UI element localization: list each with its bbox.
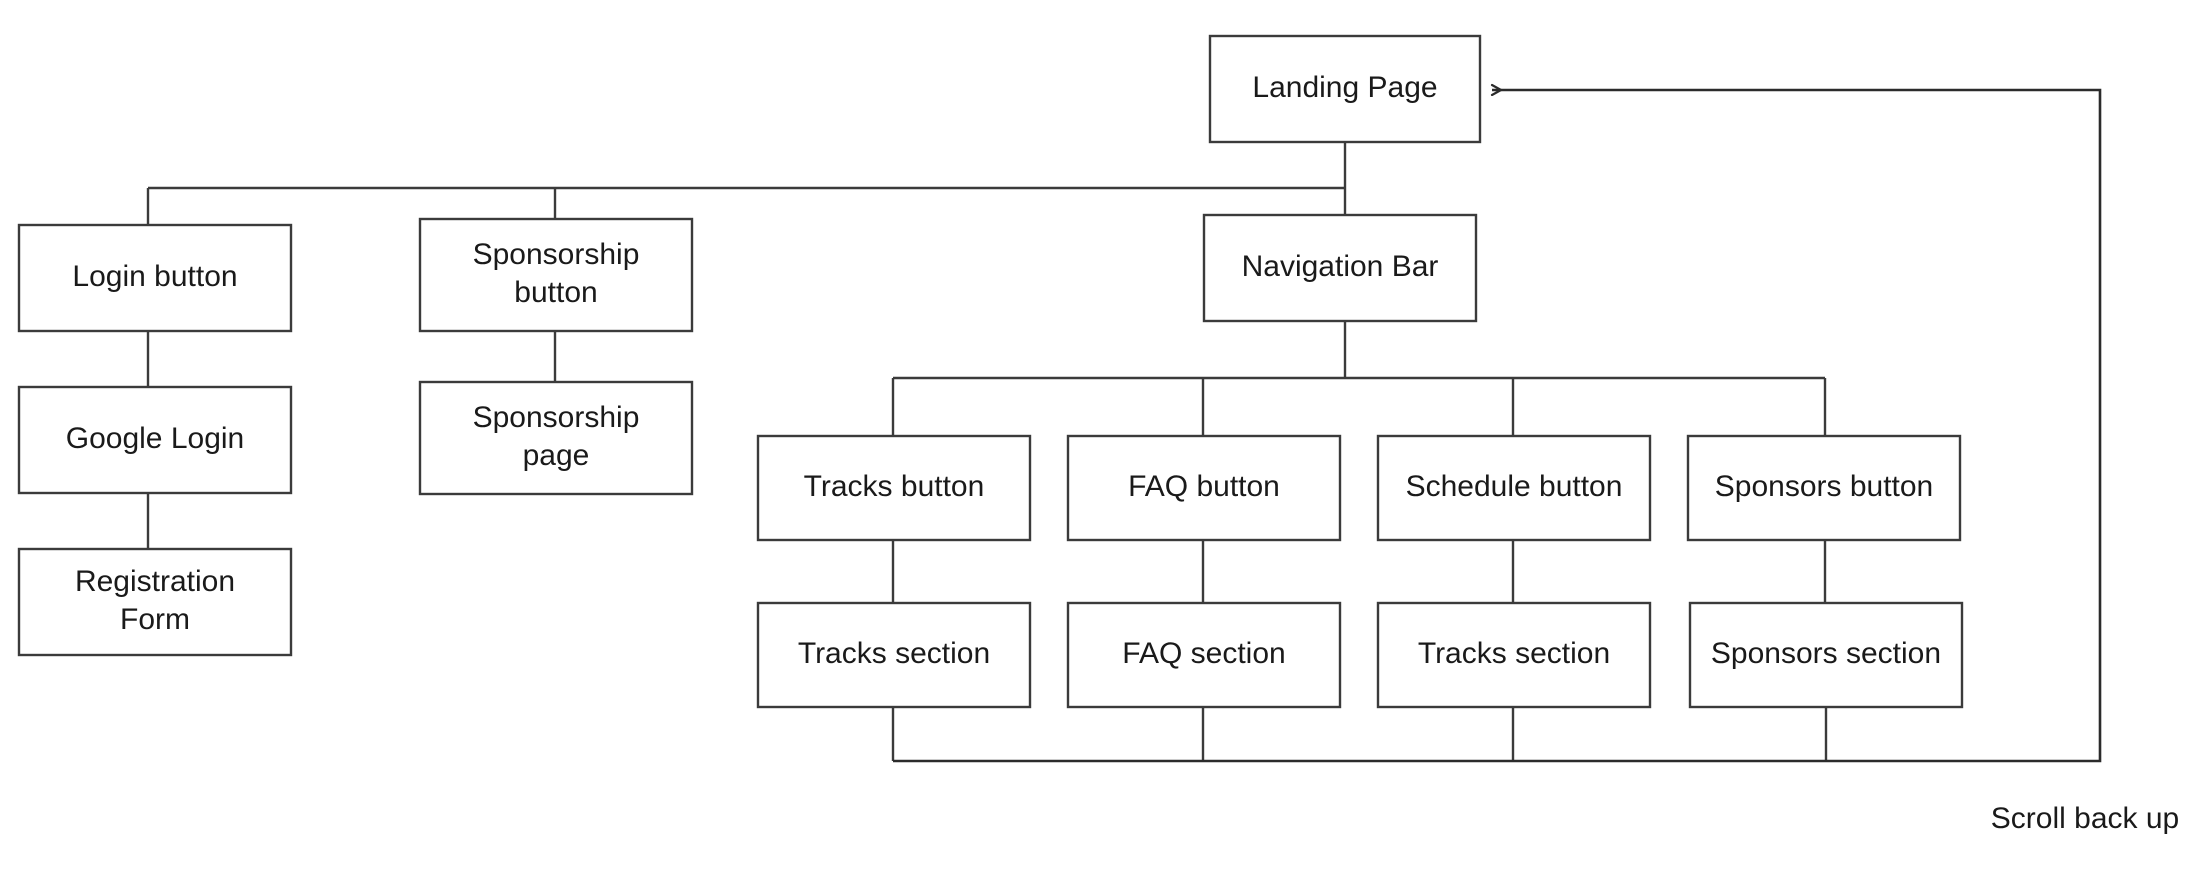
node-label-schedule-section: Tracks section xyxy=(1418,637,1610,670)
node-tracks-button[interactable]: Tracks button xyxy=(756,434,1032,542)
node-box-tracks-section xyxy=(756,601,1032,709)
node-label-faq-section: FAQ section xyxy=(1122,637,1285,670)
node-box-schedule-section xyxy=(1376,601,1652,709)
node-box-sponsors-button xyxy=(1686,434,1962,542)
loop-edge-layer xyxy=(893,90,2102,763)
node-box-sponsorship-page xyxy=(418,380,694,496)
node-box-google-login xyxy=(17,385,293,495)
node-tracks-section[interactable]: Tracks section xyxy=(756,601,1032,709)
node-box-login-button xyxy=(17,223,293,333)
node-login-button[interactable]: Login button xyxy=(17,223,293,333)
node-sponsors-button[interactable]: Sponsors button xyxy=(1686,434,1962,542)
node-landing-page[interactable]: Landing Page xyxy=(1208,34,1482,144)
node-google-login[interactable]: Google Login xyxy=(17,385,293,495)
node-box-navigation-bar xyxy=(1202,213,1478,323)
edges-layer xyxy=(146,142,1828,761)
node-label-tracks-section: Tracks section xyxy=(798,637,990,670)
node-schedule-section[interactable]: Tracks section xyxy=(1376,601,1652,709)
node-label-sponsors-section: Sponsors section xyxy=(1711,637,1941,670)
node-label-faq-button: FAQ button xyxy=(1128,470,1280,503)
node-navigation-bar[interactable]: Navigation Bar xyxy=(1202,213,1478,323)
node-label-schedule-button: Schedule button xyxy=(1406,470,1623,503)
node-faq-button[interactable]: FAQ button xyxy=(1066,434,1342,542)
node-label-navigation-bar: Navigation Bar xyxy=(1242,250,1439,283)
node-faq-section[interactable]: FAQ section xyxy=(1066,601,1342,709)
node-label-login-button: Login button xyxy=(72,260,237,293)
node-schedule-button[interactable]: Schedule button xyxy=(1376,434,1652,542)
node-box-registration-form xyxy=(17,547,293,657)
node-label-sponsors-button: Sponsors button xyxy=(1715,470,1933,503)
node-box-sponsorship-button xyxy=(418,217,694,333)
node-box-landing-page xyxy=(1208,34,1482,144)
scroll-back-up-label: Scroll back up xyxy=(1991,802,2179,835)
edge-scroll-back-up-edge xyxy=(893,90,2102,763)
node-label-landing-page: Landing Page xyxy=(1252,71,1437,104)
node-box-schedule-button xyxy=(1376,434,1652,542)
node-label-google-login: Google Login xyxy=(66,422,244,455)
free-labels-layer: Scroll back up xyxy=(1991,802,2179,835)
node-box-tracks-button xyxy=(756,434,1032,542)
node-sponsors-section[interactable]: Sponsors section xyxy=(1688,601,1964,709)
node-box-sponsors-section xyxy=(1688,601,1964,709)
node-box-faq-section xyxy=(1066,601,1342,709)
node-box-faq-button xyxy=(1066,434,1342,542)
node-label-tracks-button: Tracks button xyxy=(804,470,985,503)
